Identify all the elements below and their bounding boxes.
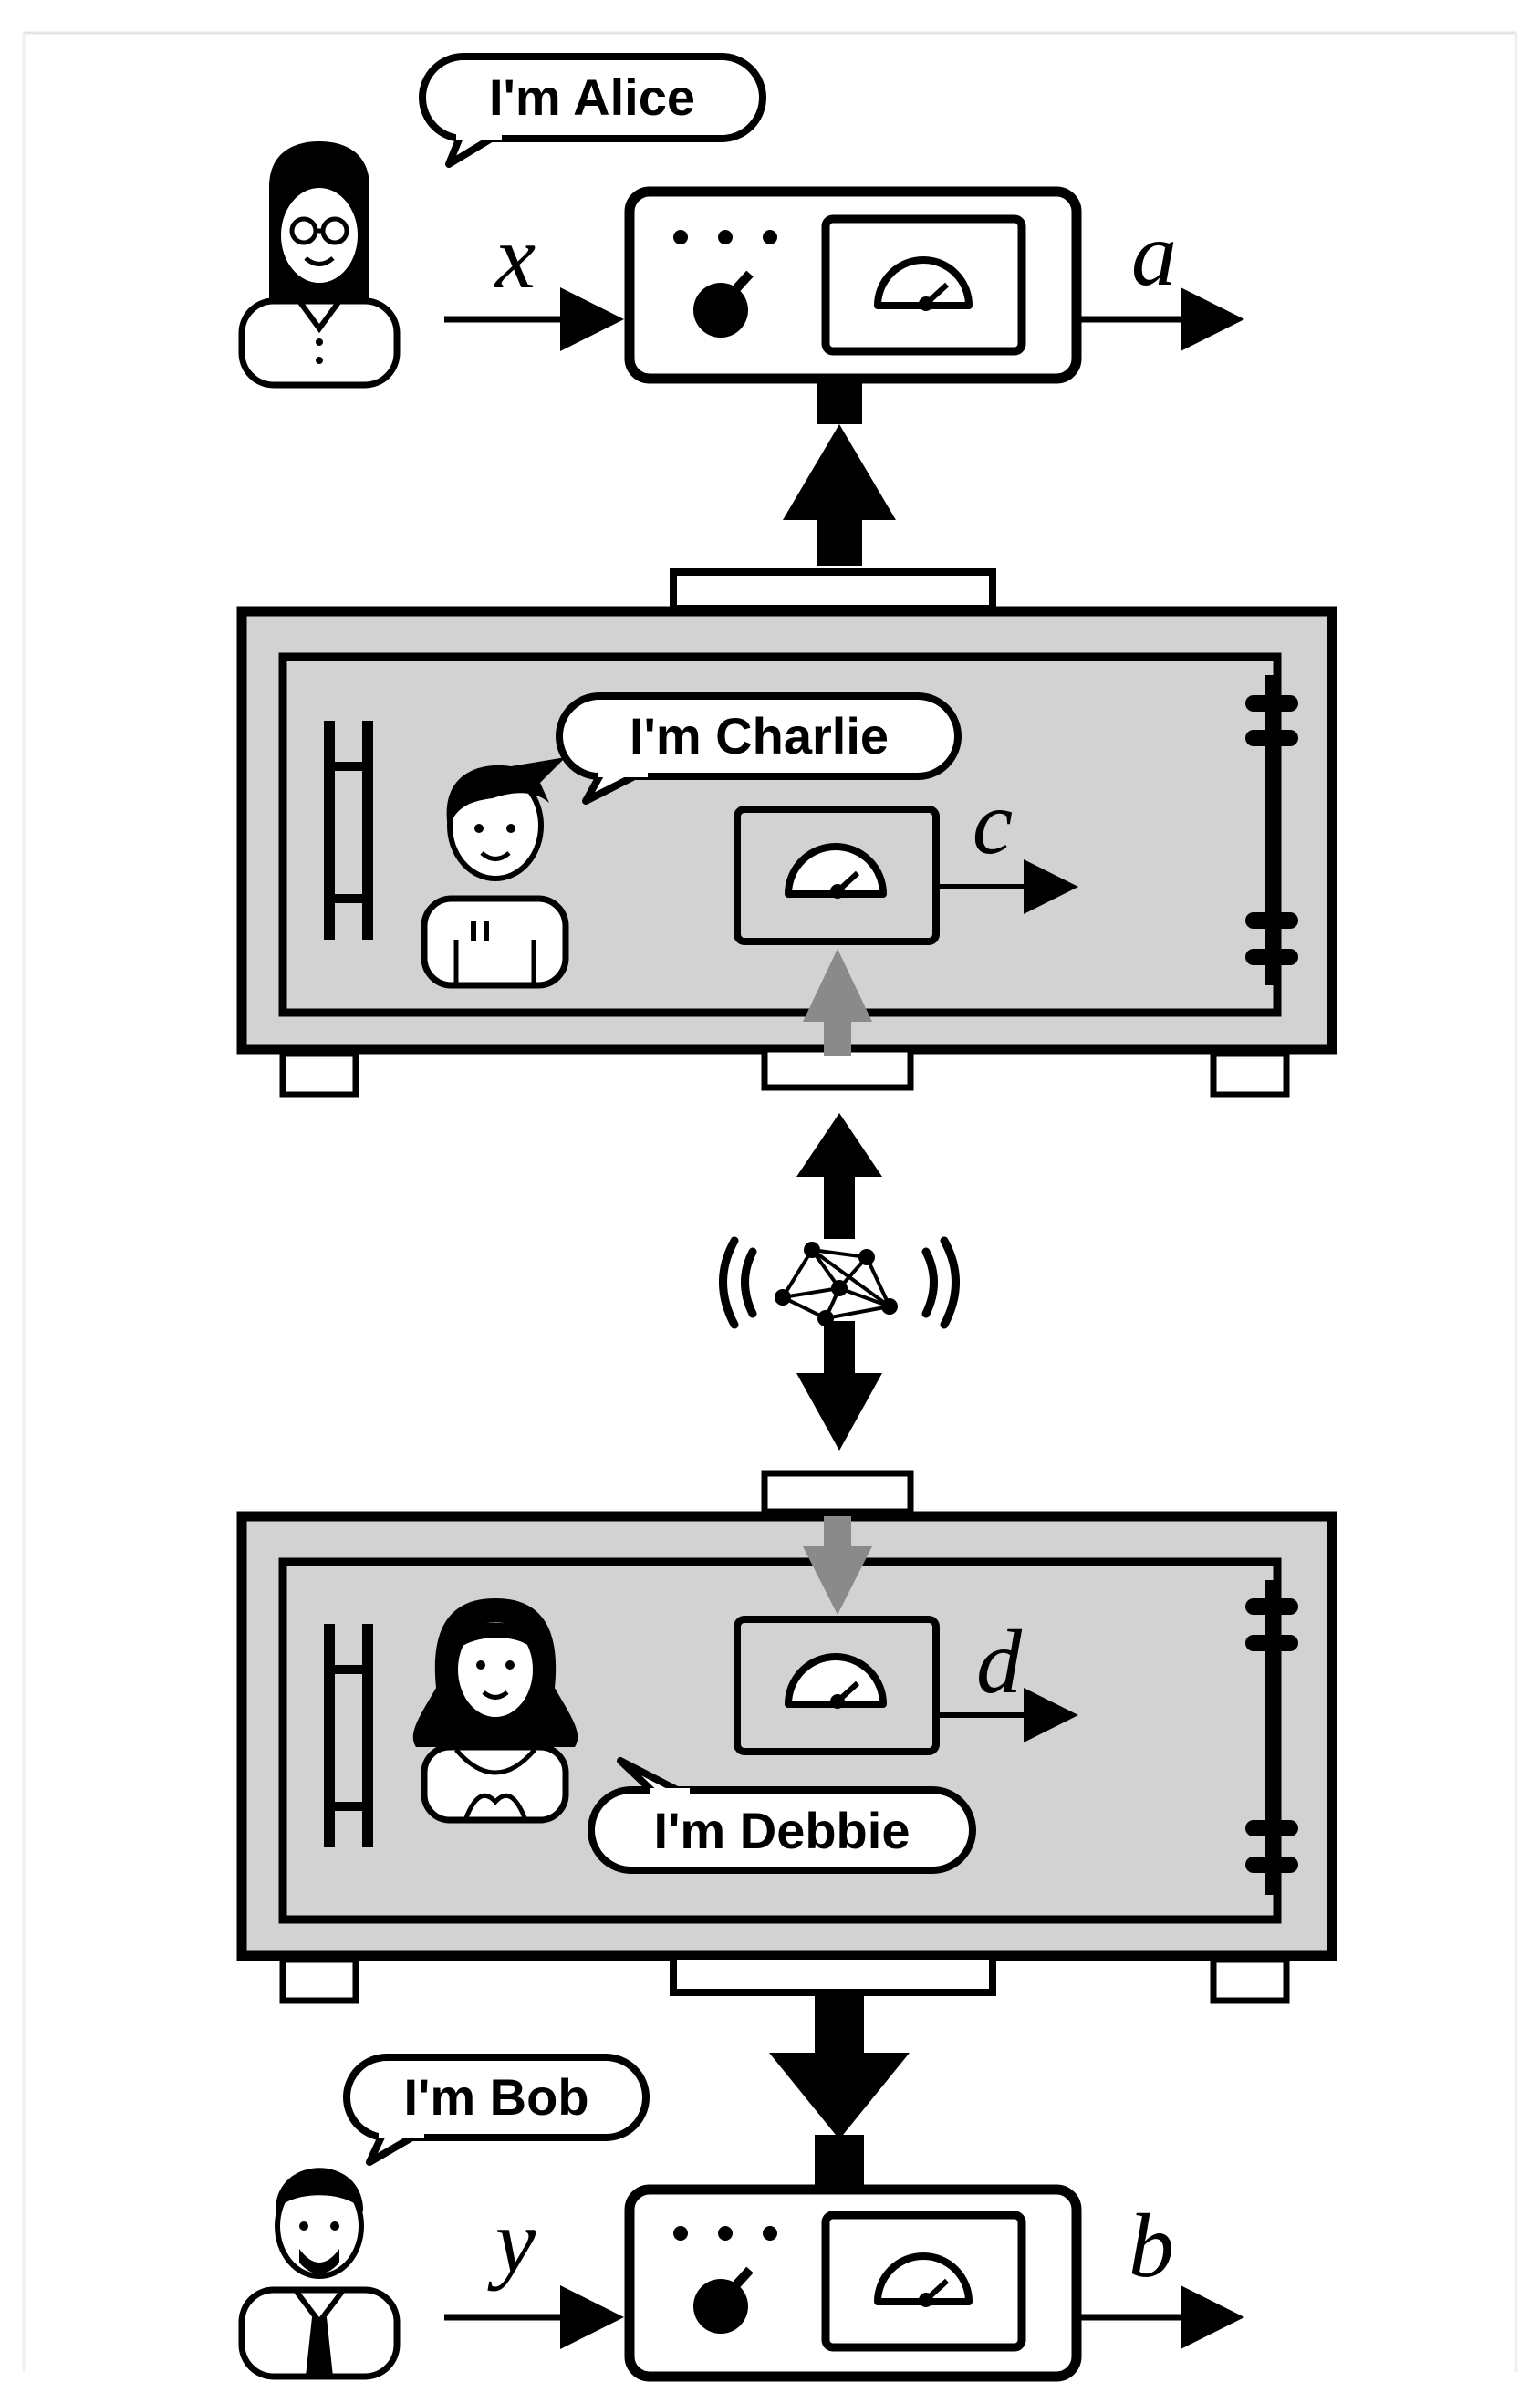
charlie-output-label: c <box>973 772 1013 873</box>
charlie-safe-top-port <box>670 568 996 612</box>
bob-output-label: b <box>1129 2195 1174 2296</box>
charlie-input-grey-arrow <box>803 949 872 1056</box>
alice-input-thick-arrow <box>783 379 896 566</box>
charlie-gauge-icon <box>785 843 887 899</box>
alice-speech-text: I'm Alice <box>489 68 695 126</box>
alice-input-label: x <box>494 206 536 307</box>
bob-measurement-device <box>624 2184 1082 2382</box>
charlie-speech-text: I'm Charlie <box>630 707 889 765</box>
debbie-avatar-icon <box>412 1598 578 1824</box>
charlie-safe-handle-icon <box>324 721 373 940</box>
debbie-measurement-device <box>734 1616 940 1755</box>
alice-gauge-icon <box>874 256 973 311</box>
debbie-input-grey-arrow <box>803 1516 872 1615</box>
alice-output-label: a <box>1131 203 1177 305</box>
debbie-output-label: d <box>976 1611 1023 1712</box>
bob-input-label: y <box>487 2190 536 2292</box>
bob-setting-knob-icon <box>693 2266 754 2334</box>
source-upward-arrow <box>796 1113 882 1239</box>
charlie-speech-bubble: I'm Charlie <box>556 692 962 805</box>
bob-input-thick-arrow <box>769 1993 910 2185</box>
debbie-speech-bubble: I'm Debbie <box>588 1757 976 1874</box>
alice-avatar-icon <box>238 141 401 389</box>
charlie-safe-hinges-icon <box>1245 675 1298 985</box>
bob-speech-bubble: I'm Bob <box>343 2054 650 2166</box>
bob-speech-text: I'm Bob <box>403 2068 588 2126</box>
source-downward-arrow <box>796 1321 882 1451</box>
charlie-avatar-icon <box>421 757 569 989</box>
alice-speech-bubble: I'm Alice <box>419 53 766 168</box>
debbie-safe-hinges-icon <box>1245 1580 1298 1895</box>
debbie-safe-top-port <box>761 1470 914 1515</box>
debbie-speech-text: I'm Debbie <box>654 1802 910 1859</box>
charlie-measurement-device <box>734 806 940 945</box>
entanglement-source-network-icon <box>719 1236 960 1329</box>
alice-measurement-device <box>624 186 1082 384</box>
bob-avatar-icon <box>238 2168 401 2380</box>
debbie-safe-bottom-port <box>670 1952 996 1996</box>
debbie-gauge-icon <box>785 1653 887 1709</box>
debbie-safe-handle-icon <box>324 1624 373 1847</box>
alice-setting-knob-icon <box>693 270 754 338</box>
bob-gauge-icon <box>874 2252 973 2307</box>
